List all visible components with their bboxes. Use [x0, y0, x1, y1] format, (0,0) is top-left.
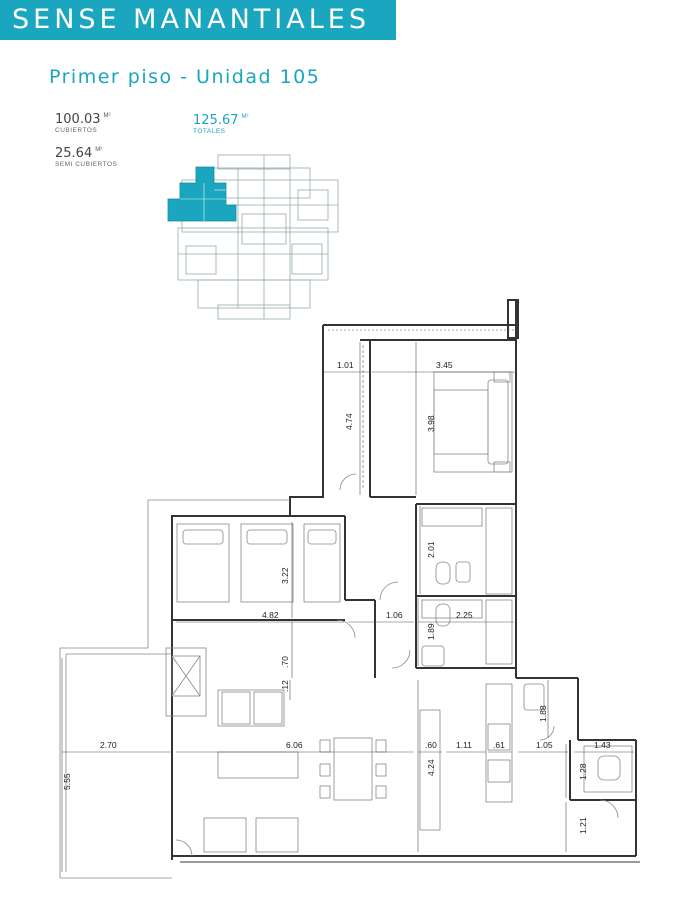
brand-bar — [0, 0, 396, 40]
dim-23: 1.28 — [578, 763, 588, 780]
dim-19: 1.05 — [536, 740, 553, 750]
dim-14: 2.70 — [100, 740, 117, 750]
dim-8: 1.06 — [386, 610, 403, 620]
dim-2: 3.45 — [436, 360, 453, 370]
unit-highlight — [167, 166, 237, 222]
dim-4: 3.98 — [426, 415, 436, 432]
dim-6: 3.22 — [280, 567, 290, 584]
dim-3: 4.74 — [344, 413, 354, 430]
dim-21: 5.55 — [62, 773, 72, 790]
dim-12: .12 — [280, 680, 290, 692]
dim-10: 1.89 — [426, 623, 436, 640]
dim-9: 2.25 — [456, 610, 473, 620]
dim-5: 2.01 — [426, 541, 436, 558]
dim-15: 6.06 — [286, 740, 303, 750]
dim-20: 1.43 — [594, 740, 611, 750]
dim-7: 4.82 — [262, 610, 279, 620]
dim-17: 1.11 — [456, 740, 472, 750]
unit-subtitle: Primer piso - Unidad 105 — [49, 66, 321, 88]
dim-22: 4.24 — [426, 759, 436, 776]
dim-24: 1.21 — [578, 817, 588, 834]
dim-16: .60 — [425, 740, 437, 750]
brand-title: SENSE MANANTIALES — [12, 4, 370, 35]
dim-13: 1.88 — [538, 705, 548, 722]
dim-18: .61 — [493, 740, 505, 750]
dim-1: 1.01 — [337, 360, 354, 370]
dim-11: .70 — [280, 656, 290, 668]
